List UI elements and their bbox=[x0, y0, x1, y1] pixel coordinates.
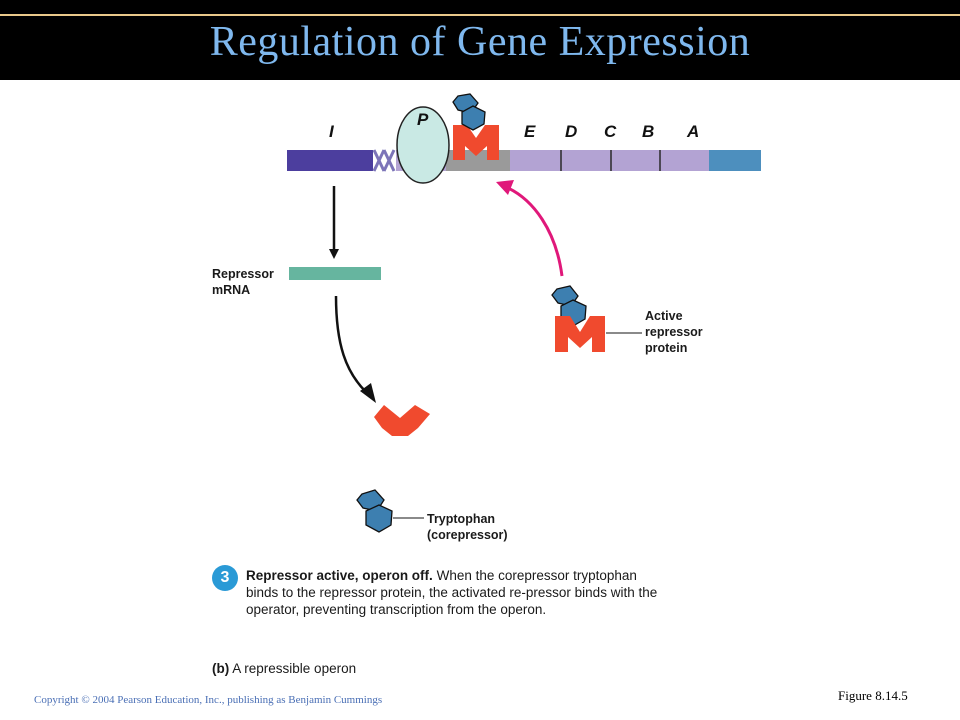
tryptophan-icon bbox=[356, 489, 393, 533]
gene-label-a: A bbox=[686, 122, 699, 141]
repressor-mrna bbox=[289, 267, 381, 280]
active-repressor-label-2: repressor bbox=[645, 325, 703, 339]
tryptophan-label-1: Tryptophan bbox=[427, 512, 495, 526]
inactive-repressor-protein bbox=[374, 405, 430, 436]
gene-label-c: C bbox=[604, 122, 617, 141]
repressor-binding-arrowhead bbox=[496, 180, 514, 195]
subfigure-text: A repressible operon bbox=[232, 661, 357, 676]
step-number-badge: 3 bbox=[212, 565, 238, 591]
structural-genes-segment bbox=[510, 150, 709, 171]
subfigure-caption: (b) A repressible operon bbox=[212, 661, 356, 676]
translation-arrow bbox=[334, 295, 367, 393]
gene-label-p: P bbox=[417, 110, 429, 129]
title-rule bbox=[0, 14, 960, 16]
active-repressor-label-1: Active bbox=[645, 309, 683, 323]
operon-diagram: I P E D C B A Repressor mRNA Active repr… bbox=[212, 93, 761, 542]
step-text: When the corepressor tryptophan binds to… bbox=[246, 568, 658, 617]
translation-arrowhead bbox=[360, 383, 376, 403]
bound-tryptophan-icon bbox=[452, 93, 486, 131]
title-bar: Regulation of Gene Expression bbox=[0, 0, 960, 80]
repressor-mrna-label-1: Repressor bbox=[212, 267, 274, 281]
active-repressor-protein bbox=[555, 316, 605, 352]
step-heading: Repressor active, operon off. bbox=[246, 568, 433, 583]
gene-label-i: I bbox=[329, 122, 335, 141]
bound-repressor-protein bbox=[453, 125, 499, 160]
tryptophan-label-2: (corepressor) bbox=[427, 528, 508, 542]
figure-number: Figure 8.14.5 bbox=[838, 688, 908, 703]
copyright-notice: Copyright © 2004 Pearson Education, Inc.… bbox=[34, 694, 383, 706]
subfigure-tag: (b) bbox=[212, 661, 230, 676]
dna-break-icon bbox=[372, 149, 396, 172]
rna-polymerase bbox=[396, 106, 450, 184]
page-title: Regulation of Gene Expression bbox=[209, 19, 751, 65]
repressor-mrna-label-2: mRNA bbox=[212, 283, 250, 297]
step-caption: Repressor active, operon off. When the c… bbox=[246, 567, 666, 618]
regulator-gene-segment bbox=[287, 150, 373, 171]
repressor-binding-arrow bbox=[507, 186, 564, 277]
gene-label-b: B bbox=[642, 122, 654, 141]
active-repressor-label-3: protein bbox=[645, 341, 687, 355]
terminal-segment bbox=[709, 150, 761, 171]
gene-label-d: D bbox=[565, 122, 577, 141]
gene-label-e: E bbox=[524, 122, 536, 141]
gene-dividers bbox=[560, 150, 661, 171]
